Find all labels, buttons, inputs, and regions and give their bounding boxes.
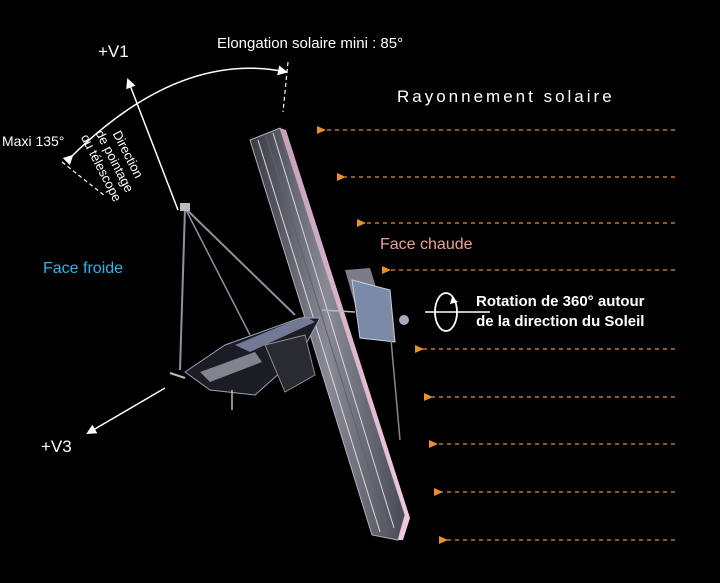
sun-rays	[317, 126, 675, 544]
elongation-label: Elongation solaire mini : 85°	[217, 35, 404, 52]
solar-radiation-label: Rayonnement solaire	[397, 87, 615, 106]
elongation-limit-line	[282, 61, 289, 113]
spacecraft-bus	[351, 279, 396, 343]
maxi-limit-line	[61, 161, 106, 197]
v3-label: +V3	[41, 437, 72, 456]
cold-face-label: Face froide	[43, 260, 124, 277]
v1-label: +V1	[98, 42, 129, 61]
hot-face-label: Face chaude	[380, 236, 473, 253]
pointing-range-arc	[62, 65, 288, 166]
maxi-label: Maxi 135°	[2, 133, 65, 149]
rotation-label-line1: Rotation de 360° autour	[476, 293, 645, 310]
rotation-label-line2: de la direction du Soleil	[476, 313, 645, 330]
telescope-illustration	[169, 127, 490, 541]
v3-axis	[86, 387, 166, 435]
rotation-label: Rotation de 360° autour de la direction …	[476, 292, 645, 332]
